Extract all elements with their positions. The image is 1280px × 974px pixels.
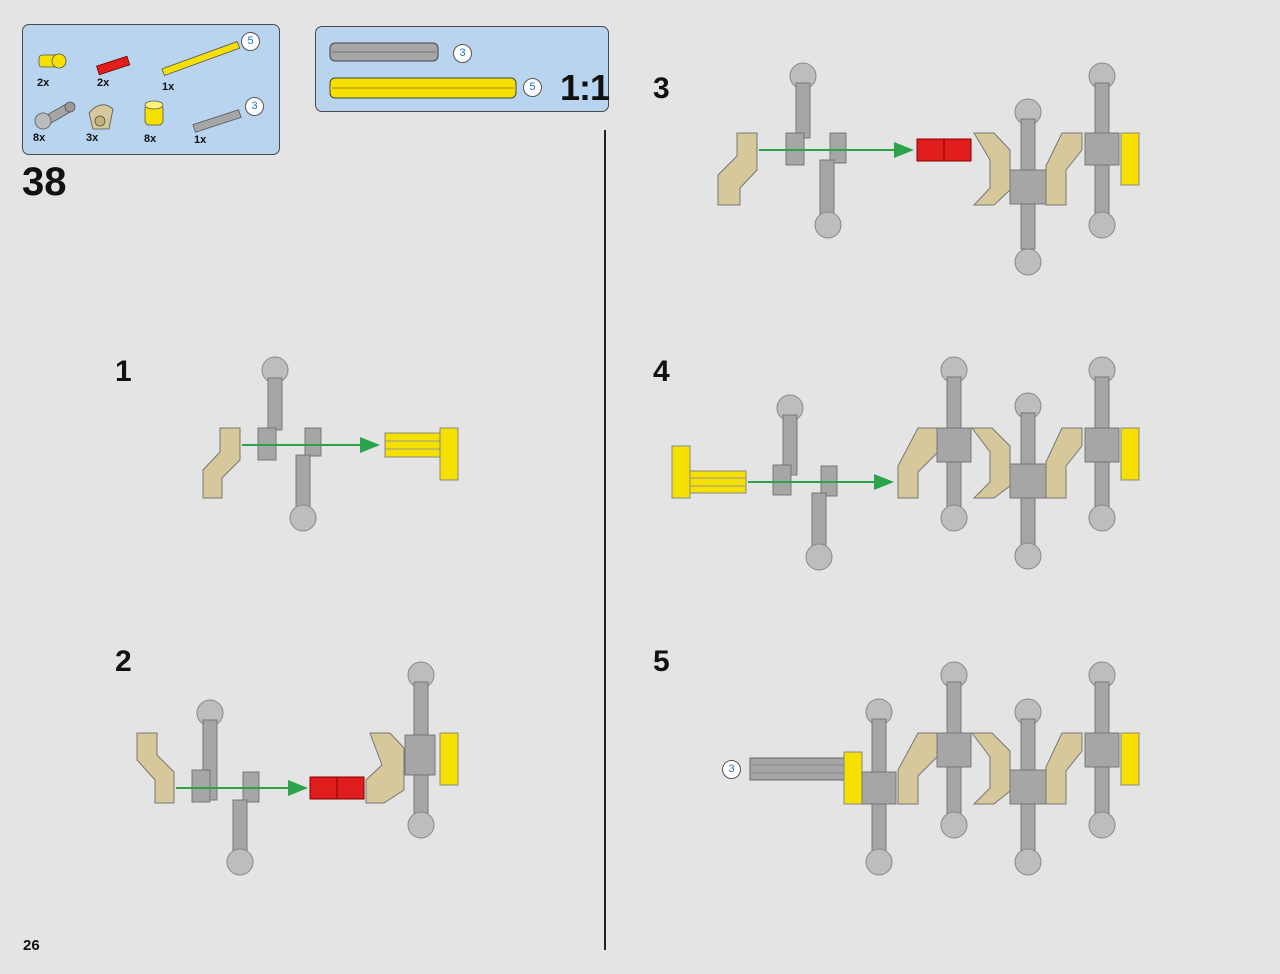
length-callout: 5 <box>241 32 260 51</box>
part-qty: 2x <box>37 77 50 89</box>
red-pin-icon <box>96 55 131 76</box>
main-step-number: 38 <box>22 160 67 204</box>
tan-connector-icon <box>88 104 114 130</box>
part-qty: 8x <box>144 133 157 145</box>
step2-illustration <box>136 661 459 876</box>
step1-illustration <box>202 356 459 532</box>
length-callout: 3 <box>245 97 264 116</box>
part-qty: 1x <box>162 81 175 93</box>
substep-number: 3 <box>653 72 670 105</box>
step4-illustration <box>671 356 1140 571</box>
axle-length-callout: 3 <box>722 760 741 779</box>
parts-illustrations <box>34 41 242 133</box>
part-qty: 1x <box>194 134 207 146</box>
substep-number: 5 <box>653 645 670 678</box>
substep-number: 1 <box>115 355 132 388</box>
length-callout: 5 <box>523 78 542 97</box>
gray-ball-joint-icon <box>34 101 76 130</box>
substep-number: 4 <box>653 355 670 388</box>
step5-illustration <box>749 661 1140 876</box>
page-number: 26 <box>23 937 40 954</box>
part-qty: 2x <box>97 77 110 89</box>
length-callout: 3 <box>453 44 472 63</box>
yellow-connector-icon <box>38 53 67 69</box>
axle-scale-illustrations <box>329 42 517 99</box>
parts-list-panel: 2x 2x 1x 5 8x 3x 8x 1x 3 <box>22 24 280 155</box>
scale-label: 1:1 <box>560 67 610 108</box>
column-divider <box>604 130 606 950</box>
part-qty: 8x <box>33 132 46 144</box>
yellow-axle-icon <box>161 41 241 77</box>
gray-axle-icon <box>192 109 242 133</box>
part-qty: 3x <box>86 132 99 144</box>
scale-panel: 3 5 1:1 <box>315 26 610 112</box>
yellow-bush-icon <box>144 100 164 126</box>
step3-illustration <box>717 62 1140 276</box>
substep-number: 2 <box>115 645 132 678</box>
